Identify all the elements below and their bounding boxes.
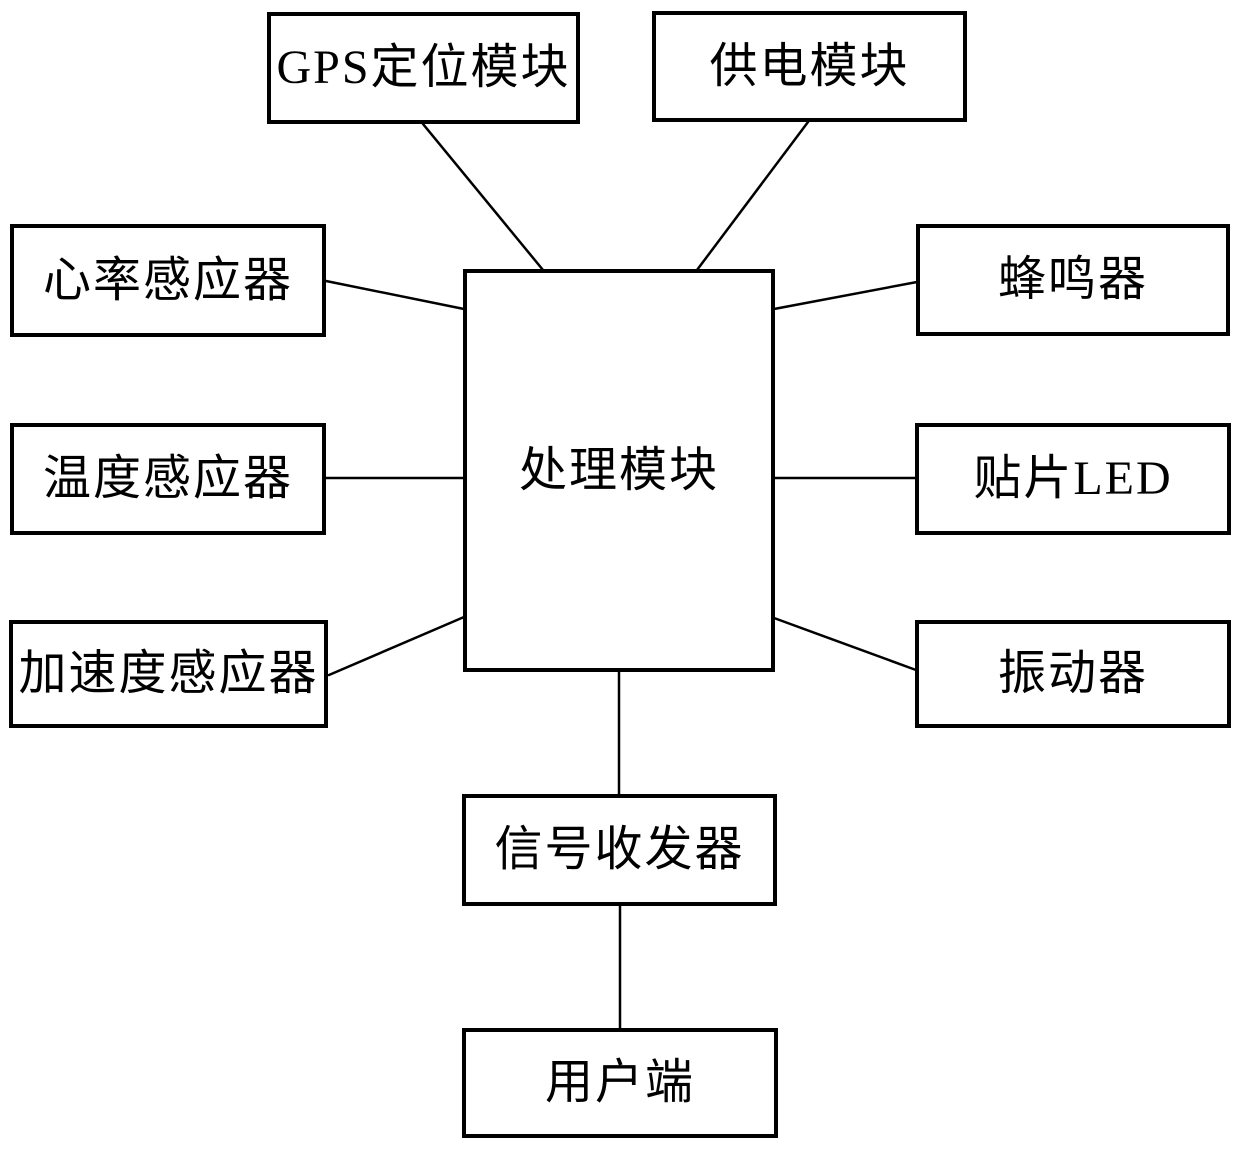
- edge-processor-vibrator: [772, 616, 918, 672]
- node-power-supply-module: 供电模块: [652, 11, 967, 122]
- node-gps-module-label: GPS定位模块: [276, 41, 571, 94]
- node-vibrator-label: 振动器: [997, 647, 1148, 700]
- node-processing-module-label: 处理模块: [518, 443, 719, 497]
- node-acceleration-sensor: 加速度感应器: [9, 620, 328, 728]
- node-heart-rate-sensor: 心率感应器: [10, 224, 326, 337]
- edge-heart-rate-processor: [324, 279, 466, 311]
- node-temperature-sensor: 温度感应器: [10, 423, 326, 535]
- node-temperature-sensor-label: 温度感应器: [42, 452, 293, 505]
- node-vibrator: 振动器: [915, 620, 1231, 728]
- node-user-terminal: 用户端: [462, 1028, 778, 1138]
- node-buzzer: 蜂鸣器: [916, 224, 1230, 336]
- node-buzzer-label: 蜂鸣器: [997, 253, 1148, 306]
- node-smd-led-label: 贴片LED: [973, 452, 1173, 505]
- node-power-supply-module-label: 供电模块: [709, 39, 910, 93]
- node-smd-led: 贴片LED: [915, 423, 1231, 535]
- edge-acceleration-processor: [327, 615, 466, 677]
- edge-processor-buzzer: [772, 280, 919, 311]
- node-processing-module: 处理模块: [463, 269, 775, 672]
- node-signal-transceiver: 信号收发器: [462, 794, 777, 906]
- node-user-terminal-label: 用户端: [544, 1056, 695, 1109]
- node-signal-transceiver-label: 信号收发器: [494, 823, 745, 876]
- edge-power-processor: [695, 120, 810, 272]
- node-acceleration-sensor-label: 加速度感应器: [18, 647, 319, 700]
- edge-gps-processor: [421, 122, 545, 272]
- node-gps-module: GPS定位模块: [267, 12, 580, 124]
- node-heart-rate-sensor-label: 心率感应器: [42, 253, 293, 307]
